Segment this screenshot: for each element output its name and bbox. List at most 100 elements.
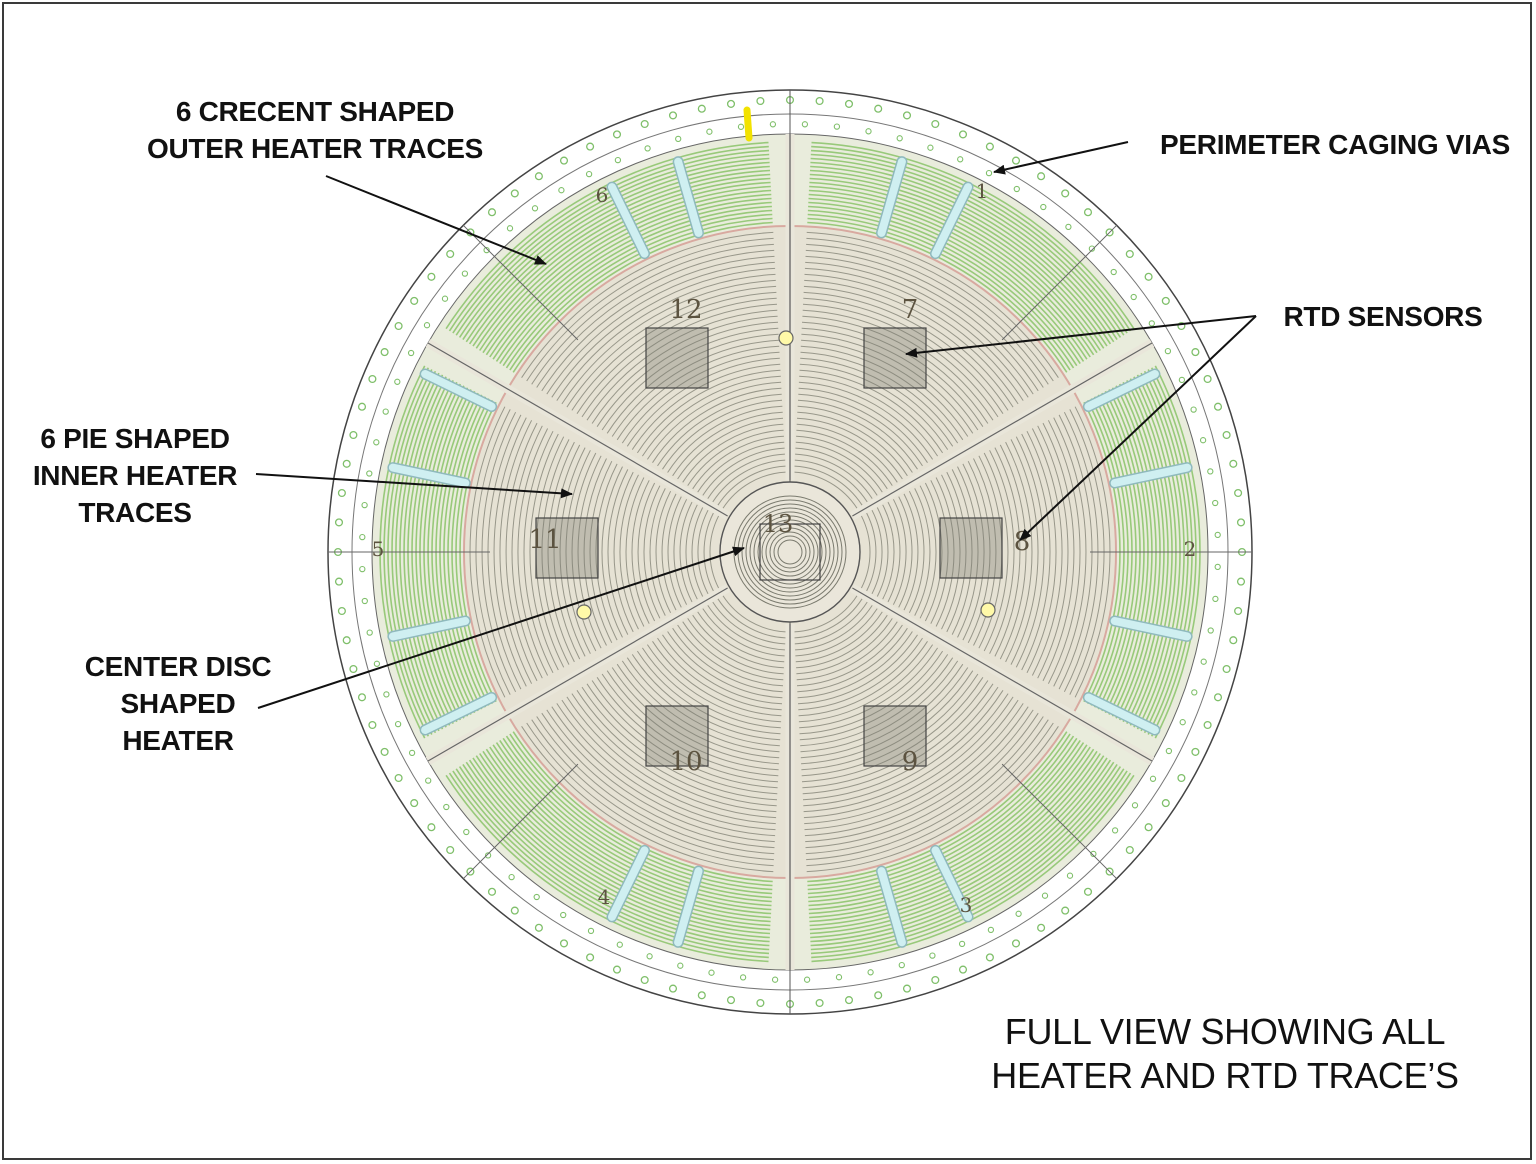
inner-trace-arc [702, 608, 785, 657]
inner-trace-arc [667, 631, 783, 699]
inner-trace-arc [697, 611, 785, 663]
caging-via [534, 923, 543, 932]
inner-trace-arc [967, 460, 991, 644]
caging-via-inner [1088, 245, 1096, 252]
inner-trace-arc [691, 507, 704, 597]
callout-arrow [325, 175, 547, 265]
caging-via-inner [898, 961, 905, 969]
center-disc-trace [753, 515, 827, 589]
sector-dividers [328, 90, 1252, 1014]
inner-trace-arc [565, 450, 591, 654]
inner-trace-arc [801, 677, 984, 783]
outer-trace-arc [479, 181, 771, 351]
outer-trace-arc [475, 177, 771, 349]
inner-trace-arc [531, 243, 774, 385]
caging-via [368, 720, 377, 730]
inner-trace-arc [796, 624, 903, 687]
caging-via [1144, 272, 1153, 281]
inner-trace-arc [576, 690, 777, 807]
outer-trace-arc [509, 733, 773, 887]
inner-trace-arc [903, 493, 919, 611]
inner-zone-number: 7 [902, 295, 919, 325]
caging-via-inner [373, 439, 380, 446]
caging-via [357, 693, 367, 702]
outer-trace-arc [462, 161, 770, 341]
caging-via-inner [1164, 347, 1172, 355]
inner-trace-arc [517, 428, 549, 676]
outer-zone-number: 3 [960, 893, 973, 917]
inner-trace-arc [798, 644, 934, 723]
inner-trace-arc [801, 339, 969, 437]
outer-zone-number: 1 [976, 179, 989, 203]
connector-pad [1084, 693, 1159, 734]
caging-via-inner [927, 144, 934, 151]
caging-via-inner [558, 187, 565, 194]
inner-trace-arc [586, 309, 778, 421]
outer-trace-arc [505, 735, 773, 891]
inner-trace-arc [797, 411, 908, 477]
inner-trace-arc [662, 399, 783, 470]
connector-pad [388, 463, 470, 487]
outer-trace-arc [810, 766, 1122, 947]
caging-via-inner [835, 974, 843, 981]
connector-pad [931, 846, 972, 921]
caging-via-inner [484, 852, 492, 859]
caging-via-inner [359, 533, 366, 541]
inner-trace-arc [794, 465, 863, 506]
caging-via [1125, 249, 1134, 259]
inner-trace-arc [667, 405, 783, 473]
inner-trace-arc [583, 458, 607, 646]
outer-trace-arc [808, 744, 1088, 907]
inner-trace-arc [794, 471, 858, 509]
center-disc-callout-line-1: CENTER DISC [84, 651, 272, 682]
caging-via-inner [463, 828, 470, 836]
inner-trace-arc [596, 321, 779, 427]
caging-via [394, 321, 403, 331]
inner-trace-arc [685, 504, 698, 600]
callout-arrow [1019, 315, 1257, 541]
inner-trace-arc [794, 601, 868, 645]
caging-via-inner [1178, 376, 1186, 384]
inner-trace-arc [795, 453, 873, 499]
inner-trace-arc [551, 706, 776, 837]
caging-via-inner [865, 128, 872, 135]
connector-pad [1084, 370, 1159, 411]
outer-trace-arc [455, 153, 770, 336]
outer-trace-arc [502, 737, 773, 895]
caging-via-inner [373, 660, 381, 667]
inner-trace-arc [546, 709, 775, 843]
inner-trace-arc [804, 279, 1019, 405]
caging-via [1061, 189, 1070, 198]
caging-via [337, 606, 346, 616]
caging-via-inner [382, 408, 389, 415]
inner-trace-arc [1015, 436, 1045, 668]
inner-trace-arc [571, 291, 777, 411]
caging-via [640, 119, 649, 129]
caging-via-inner [1131, 802, 1139, 809]
radial-guide [1001, 224, 1118, 341]
inner-trace-arc [806, 243, 1049, 385]
inner-trace-arc [924, 482, 943, 622]
outer-trace-arc [811, 774, 1135, 963]
caging-via-inner [987, 926, 995, 934]
inner-trace-arc [577, 455, 602, 649]
caging-via-inner [803, 976, 811, 983]
inner-trace-arc [601, 673, 779, 777]
outer-trace-arc [807, 209, 1078, 367]
caging-via-inner [771, 976, 779, 983]
caging-via [342, 459, 351, 468]
caging-via [874, 104, 883, 113]
caging-via-inner [737, 123, 745, 130]
caging-via-inner [361, 597, 368, 605]
caging-via [1037, 923, 1046, 932]
inner-trace-arc [546, 261, 775, 395]
caging-via-inner [616, 941, 623, 948]
inner-trace-arc [802, 315, 989, 424]
caging-via [985, 953, 994, 962]
inner-trace-arc [983, 452, 1009, 652]
caging-via-inner [423, 322, 431, 329]
outer-trace-arc [808, 742, 1085, 903]
callout-arrow [257, 546, 745, 709]
